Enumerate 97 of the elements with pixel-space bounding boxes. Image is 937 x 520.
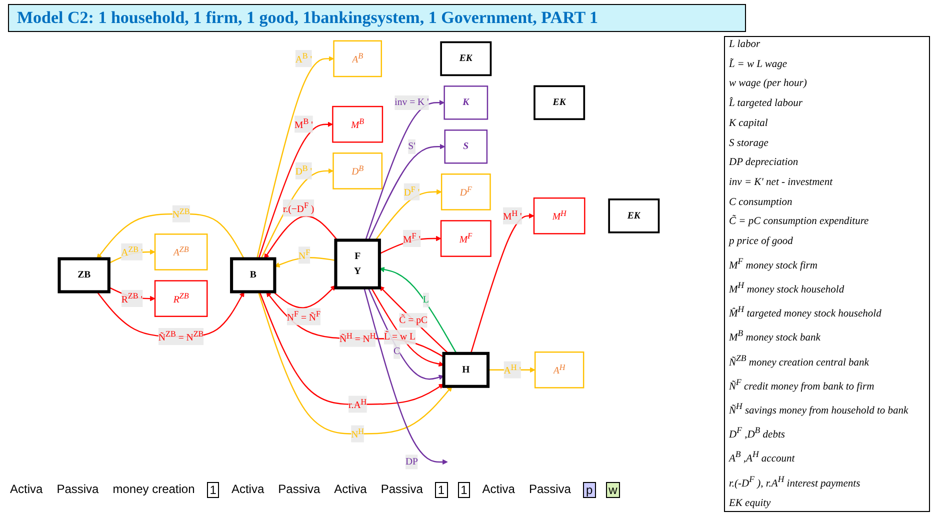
arrow <box>256 56 334 259</box>
edge-label: DP <box>406 456 418 467</box>
arrow <box>108 249 156 264</box>
node-box: EK <box>534 85 586 120</box>
edge-label: R$^{ZB}$ ' <box>121 291 143 305</box>
arrow <box>379 266 457 354</box>
node-box: A$^{B}$ <box>333 40 382 78</box>
node-box: M$^{F}$ <box>440 220 492 257</box>
key-entry: p price of good <box>729 236 794 248</box>
wage-tag: w <box>606 482 620 498</box>
edge-label: L̃ = w L <box>384 332 416 342</box>
arrow <box>368 144 446 240</box>
key-entry: S storage <box>729 138 770 149</box>
arrow <box>364 288 448 465</box>
column-heading: Activa <box>481 482 516 498</box>
edge-label: r.(−D$^{F}$ ) <box>282 200 314 214</box>
key-entry: M̂$^{H}$ targeted money stock household <box>729 304 882 320</box>
edge-label: C <box>394 346 400 356</box>
key-entry: D$^{F}$ ,D$^{B}$ debts <box>729 425 786 441</box>
node-box: R$^{ZB}$ <box>154 280 208 317</box>
node-box: B <box>230 257 276 294</box>
edge-label: r.A$^{H}$ <box>348 396 367 411</box>
edge-label: N$^{H}$ <box>351 426 364 440</box>
node-box: D$^{B}$ <box>332 152 383 190</box>
column-heading: Activa <box>9 482 44 498</box>
arrow <box>370 288 444 367</box>
key-entry: Ñ$^{F}$ credit money from bank to firm <box>729 376 876 392</box>
node-box: D$^{F}$ <box>440 174 491 210</box>
edge-label: D$^{F}$ ' <box>404 184 420 198</box>
key-entry: L̂ targeted labour <box>729 98 804 110</box>
arrow <box>379 286 449 354</box>
arrow <box>379 236 442 254</box>
key-entry: L̃ = w L wage <box>729 58 788 70</box>
key-entry: M$^{F}$ money stock firm <box>729 256 818 272</box>
column-heading: Passiva <box>56 482 100 498</box>
heading-text: money creation <box>112 482 196 498</box>
column-heading: Activa <box>333 482 368 498</box>
edge-label: N$^{ZB}$ <box>172 206 190 220</box>
arrow <box>365 100 445 240</box>
key-entry: L labor <box>729 39 762 50</box>
edge-label: D$^{B}$ ' <box>295 164 312 178</box>
node-box: M$^{H}$ <box>533 197 586 234</box>
key-entry: inv = K' net - investment <box>729 176 834 188</box>
edge-label: C̃ = pC <box>399 314 428 326</box>
price-tag: p <box>582 482 596 498</box>
number-tag: 1 <box>434 482 448 498</box>
column-heading: Activa <box>230 482 266 498</box>
edge-label: inv = K ' <box>394 97 429 108</box>
title: Model C2: 1 household, 1 firm, 1 good, 1bankingsystem, 1 Government, PART 1 <box>8 4 746 32</box>
edge-label: Ñ$^{H}$ = N$^{H}$ <box>339 330 376 345</box>
node-box: S <box>444 130 488 164</box>
key-entry: r.(-D$^{F}$ ), r.A$^{H}$ interest payments <box>729 474 862 490</box>
key-entry: K capital <box>729 118 769 129</box>
edge-label: S' <box>408 141 416 152</box>
key-entry: M$^{H}$ money stock household <box>729 280 846 296</box>
key-entry: M$^{B}$ money stock bank <box>729 328 822 344</box>
node-box: M$^{B}$ <box>332 106 384 143</box>
key-entry: w wage (per hour) <box>729 78 808 90</box>
key-entry: DP depreciation <box>729 157 800 168</box>
edge-label: M$^{H}$ ' <box>502 208 522 222</box>
arrow <box>259 292 444 405</box>
edge-label: A$^{H}$ ' <box>504 362 521 376</box>
edge-label: A$^{ZB}$ ' <box>121 244 143 258</box>
arrow <box>258 292 452 434</box>
node-box: A$^{H}$ <box>534 352 584 388</box>
arrow <box>374 189 442 241</box>
edge-label: M$^{F}$ ' <box>403 231 420 245</box>
column-heading: Passiva <box>528 482 572 498</box>
node-box: K <box>444 86 488 120</box>
arrow <box>258 122 333 259</box>
key-entry: Ñ$^{H}$ savings money from household to bank <box>729 400 910 416</box>
edge-label: L <box>422 294 429 305</box>
arrow <box>470 213 534 354</box>
number-tag: 1 <box>458 482 470 498</box>
column-heading: Passiva <box>277 482 322 498</box>
edge-label: N$^{F}$ <box>298 248 310 262</box>
arrow <box>96 213 245 260</box>
arrow <box>274 256 336 268</box>
key-entry: A$^{B}$ ,A$^{H}$ account <box>729 449 796 465</box>
arrow <box>264 216 338 260</box>
column-heading: Passiva <box>380 482 424 498</box>
key-entry: C̃ = pC consumption expenditure <box>729 216 870 228</box>
node-box: ZB <box>58 257 110 294</box>
node-box: F Y <box>334 238 381 290</box>
edge-label: N$^{F}$ = Ñ$^{F}$ <box>286 309 320 324</box>
number-tag: 1 <box>206 482 220 498</box>
key-entry: C consumption <box>729 196 794 208</box>
node-box: H <box>442 352 490 388</box>
key-entry: Ñ$^{ZB}$ money creation central bank <box>729 352 870 368</box>
edge-label: A$^{B}$ ' <box>295 51 312 65</box>
arrow <box>272 285 336 308</box>
edge-label: Ñ$^{ZB}$ = N$^{ZB}$ <box>158 329 204 343</box>
node-box: EK <box>608 198 660 234</box>
key-entry: EK equity <box>729 498 772 509</box>
node-box: EK <box>440 41 492 76</box>
node-box: A$^{ZB}$ <box>154 234 208 270</box>
edge-label: M$^{B}$ ' <box>294 116 313 131</box>
